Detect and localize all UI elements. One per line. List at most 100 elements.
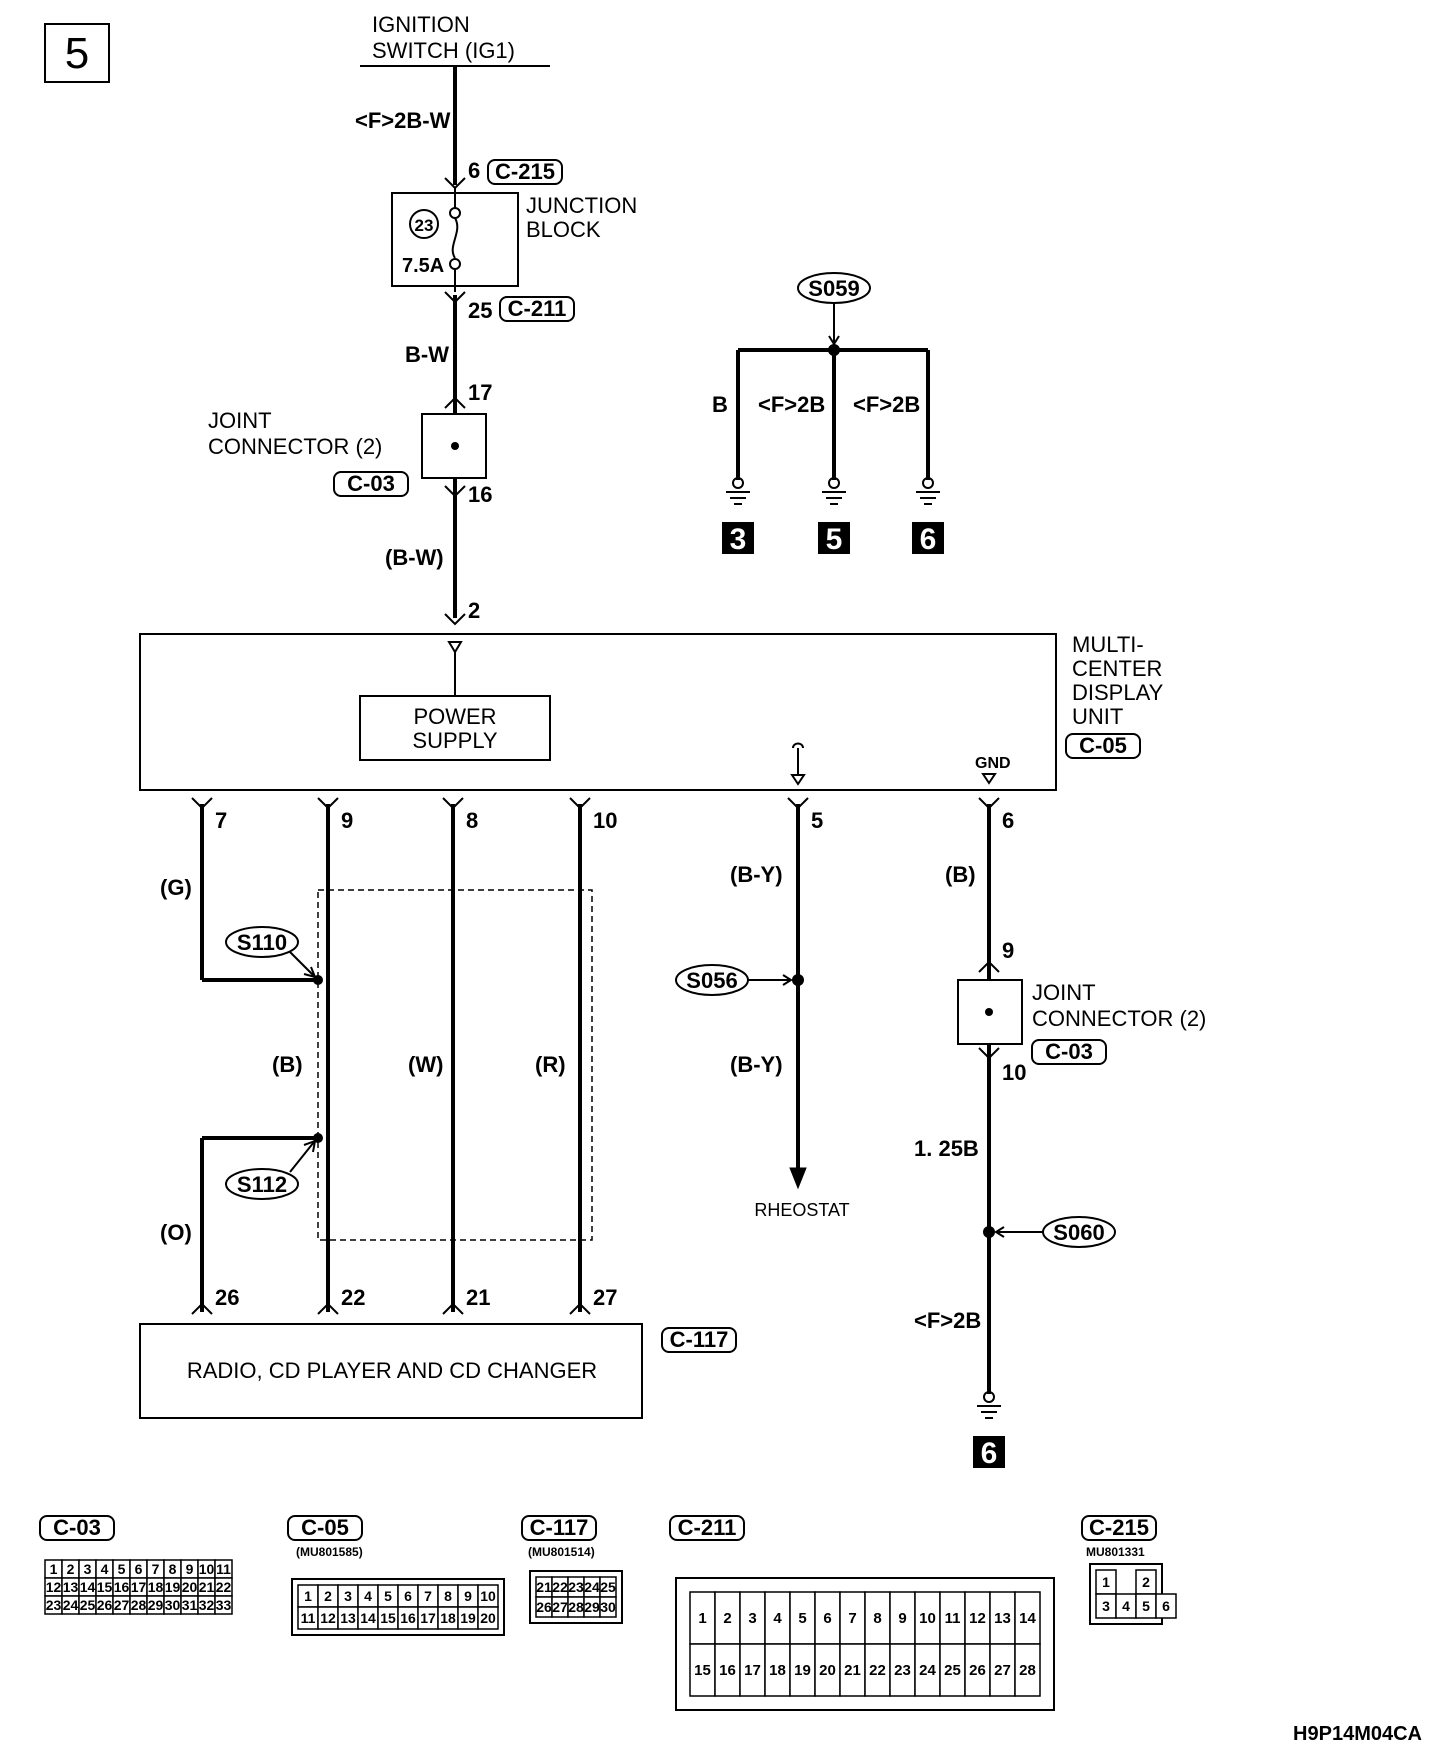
connector-pin-cell: 14 bbox=[1019, 1610, 1036, 1627]
joint-connector-top: 17 JOINT CONNECTOR (2) C-03 16 bbox=[208, 380, 492, 507]
jb-conn-in: C-215 bbox=[495, 159, 555, 184]
radio-pin-27: 27 bbox=[593, 1285, 617, 1310]
connector-pin-cell: 5 bbox=[118, 1561, 126, 1577]
connector-pin-cell: 17 bbox=[420, 1610, 436, 1626]
connector-pin-cell: 18 bbox=[148, 1579, 164, 1595]
connector-pin-cell: 11 bbox=[301, 1610, 316, 1626]
ignition-label-1: IGNITION bbox=[372, 12, 470, 37]
wire-r-label: (R) bbox=[535, 1052, 566, 1077]
wire-125b-label: 1. 25B bbox=[914, 1136, 979, 1161]
connector-pin-cell: 14 bbox=[80, 1579, 96, 1595]
ground-6b-label: 6 bbox=[981, 1437, 998, 1470]
mcdu-pin-5: 5 bbox=[811, 808, 823, 833]
mcdu-label-1: MULTI- bbox=[1072, 632, 1144, 657]
wire-by-bottom-label: (B-Y) bbox=[730, 1052, 783, 1077]
connector-pin-cell: 26 bbox=[97, 1597, 113, 1613]
connector-pin-cell: 25 bbox=[600, 1579, 616, 1595]
ground-symbol-5: 5 bbox=[818, 477, 850, 556]
wire-b-audio-label: (B) bbox=[272, 1052, 303, 1077]
radio-label: RADIO, CD PLAYER AND CD CHANGER bbox=[187, 1358, 597, 1383]
jc-bot-pin-in: 9 bbox=[1002, 938, 1014, 963]
jc-bot-label-2: CONNECTOR (2) bbox=[1032, 1006, 1206, 1031]
ground-symbol-3: 3 bbox=[722, 477, 754, 556]
connector-pin-cell: 17 bbox=[744, 1662, 761, 1679]
connector-pin-cell: 15 bbox=[694, 1662, 711, 1679]
connector-pin-cell: 8 bbox=[873, 1610, 881, 1627]
jc-top-label-2: CONNECTOR (2) bbox=[208, 434, 382, 459]
connector-pin-cell: 12 bbox=[969, 1610, 986, 1627]
jb-conn-out: C-211 bbox=[508, 296, 567, 321]
wire-b-label: B bbox=[712, 392, 728, 417]
wire-f2b-gnd-label: <F>2B bbox=[914, 1308, 981, 1333]
mcdu-pin-10: 10 bbox=[593, 808, 617, 833]
splice-s110: S110 bbox=[225, 926, 317, 979]
connector-pin-cell: 6 bbox=[404, 1588, 412, 1604]
c211-name: C-211 bbox=[678, 1515, 737, 1540]
mcdu-pin-power: 2 bbox=[468, 598, 480, 623]
radio-pin-22: 22 bbox=[341, 1285, 365, 1310]
connector-pin-cell: 18 bbox=[769, 1662, 786, 1679]
connector-pin-cell: 21 bbox=[844, 1662, 861, 1679]
connector-pin-cell: 29 bbox=[584, 1599, 600, 1615]
mcdu-pin-8: 8 bbox=[466, 808, 478, 833]
jb-label-1: JUNCTION bbox=[526, 193, 637, 218]
multi-center-display-unit: POWER SUPPLY GND MULTI- CENTER DISPLAY U… bbox=[139, 632, 1164, 791]
s112-label: S112 bbox=[237, 1172, 287, 1197]
connector-pin-cell: 19 bbox=[794, 1662, 811, 1679]
wire-f2b-2-label: <F>2B bbox=[853, 392, 920, 417]
connector-pin-cell: 23 bbox=[46, 1597, 62, 1613]
ground-5-label: 5 bbox=[826, 523, 843, 556]
mcdu-label-4: UNIT bbox=[1072, 704, 1123, 729]
connector-pin-cell: 30 bbox=[600, 1599, 616, 1615]
audio-wires: (G) (O) (B) (W) (R) S110 S112 bbox=[160, 804, 593, 1312]
connector-pin-cell: 27 bbox=[994, 1662, 1011, 1679]
jb-label-2: BLOCK bbox=[526, 217, 601, 242]
connector-pin-cell: 2 bbox=[324, 1588, 332, 1604]
connector-pin-cell: 22 bbox=[552, 1579, 568, 1595]
connector-pin-cell: 24 bbox=[584, 1579, 600, 1595]
ground-3-label: 3 bbox=[730, 523, 747, 556]
s110-label: S110 bbox=[237, 930, 287, 955]
connector-pin-cell: 13 bbox=[994, 1610, 1011, 1627]
jc-bot-pin-out: 10 bbox=[1002, 1060, 1026, 1085]
connector-pin-cell: 5 bbox=[798, 1610, 806, 1627]
radio-pin-26: 26 bbox=[215, 1285, 239, 1310]
connector-pin-cell: 6 bbox=[823, 1610, 831, 1627]
jc-top-pin-out: 16 bbox=[468, 482, 492, 507]
fuse-number: 23 bbox=[415, 216, 434, 235]
connector-pin-cell: 28 bbox=[568, 1599, 584, 1615]
connector-pin-cell: 2 bbox=[67, 1561, 75, 1577]
connector-pin-cell: 17 bbox=[131, 1579, 147, 1595]
page-number-box: 5 bbox=[44, 23, 110, 83]
connector-pin-cell: 6 bbox=[135, 1561, 143, 1577]
connector-pin-cell: 9 bbox=[898, 1610, 906, 1627]
connector-pin-cell: 2 bbox=[723, 1610, 731, 1627]
connector-pin-cell: 15 bbox=[97, 1579, 113, 1595]
jc-bot-label-1: JOINT bbox=[1032, 980, 1096, 1005]
connector-pin-cell: 27 bbox=[552, 1599, 568, 1615]
connector-pin-cell: 13 bbox=[63, 1579, 79, 1595]
connector-pin-cell: 5 bbox=[384, 1588, 392, 1604]
connector-pin-cell: 3 bbox=[84, 1561, 92, 1577]
connector-pin-cell: 7 bbox=[848, 1610, 856, 1627]
connector-pin-cell: 7 bbox=[424, 1588, 432, 1604]
connector-pin-cell: 6 bbox=[1162, 1598, 1170, 1614]
connector-pin-cell: 1 bbox=[698, 1610, 706, 1627]
c03-name: C-03 bbox=[53, 1515, 101, 1540]
connector-pin-cell: 27 bbox=[114, 1597, 130, 1613]
mcdu-conn: C-05 bbox=[1079, 733, 1127, 758]
connector-pin-cell: 10 bbox=[480, 1588, 496, 1604]
connector-pin-cell: 16 bbox=[114, 1579, 130, 1595]
ground-symbol-6a: 6 bbox=[912, 477, 944, 556]
radio-cd-unit: 26 22 21 27 RADIO, CD PLAYER AND CD CHAN… bbox=[139, 1285, 737, 1419]
connector-pin-cell: 19 bbox=[460, 1610, 476, 1626]
s059-label: S059 bbox=[808, 276, 859, 301]
mcdu-label-3: DISPLAY bbox=[1072, 680, 1164, 705]
c117-name: C-117 bbox=[530, 1515, 589, 1540]
jc-top-pin-in: 17 bbox=[468, 380, 492, 405]
connector-pin-cell: 9 bbox=[464, 1588, 472, 1604]
jc-bot-conn: C-03 bbox=[1045, 1039, 1093, 1064]
connector-pin-cell: 1 bbox=[50, 1561, 58, 1577]
